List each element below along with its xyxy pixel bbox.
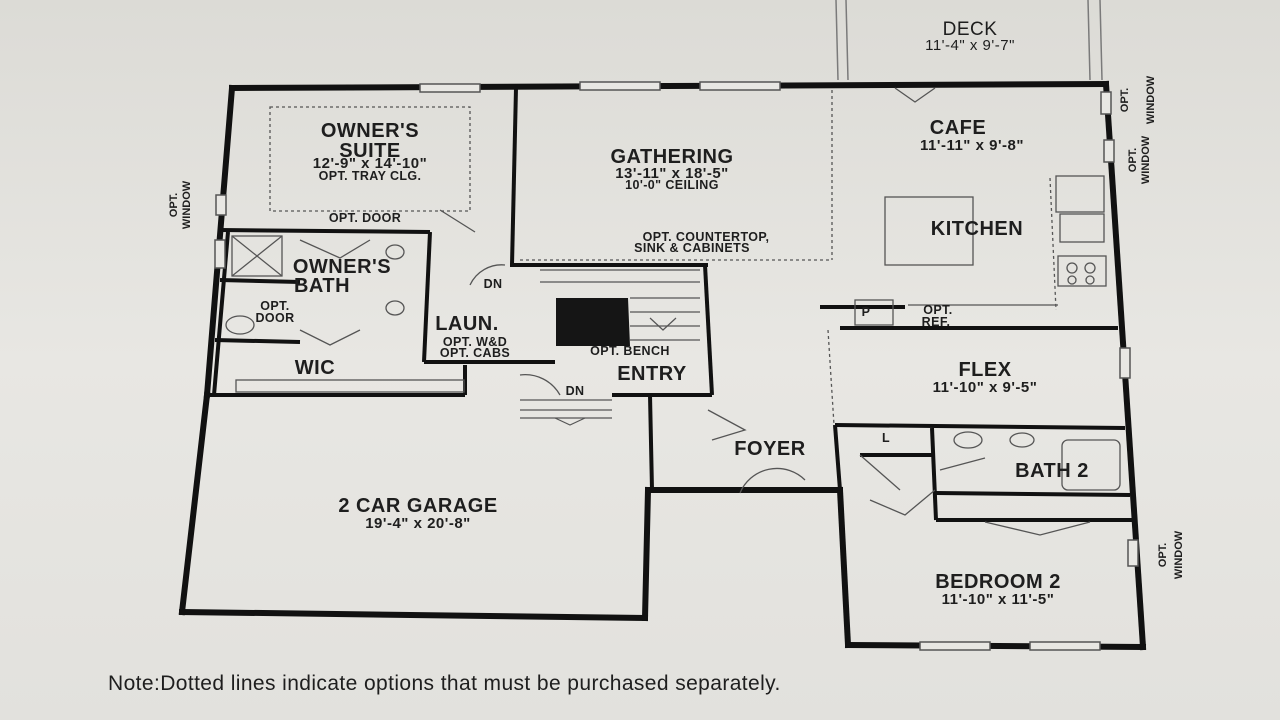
kitchen-fixtures [854, 175, 1107, 326]
opt-door-bath-line1: OPT. [260, 299, 289, 313]
gathering-ceiling: 10'-0" CEILING [625, 178, 719, 192]
gathering-label: GATHERING [610, 146, 733, 168]
opt-counter-line2: SINK & CABINETS [634, 241, 750, 255]
owners-suite-option: OPT. TRAY CLG. [319, 169, 422, 183]
pantry-label: P [862, 305, 871, 319]
stairs-down-lower: DN [566, 384, 585, 398]
opt-door-bath-line2: DOOR [255, 311, 294, 325]
windows [214, 81, 1139, 651]
stairs-down-upper: DN [484, 277, 503, 291]
deck-label: DECK [943, 19, 998, 40]
opt-window-mid-right-line2: WINDOW [1140, 135, 1152, 184]
bath2-label: BATH 2 [1015, 460, 1089, 482]
foyer-label: FOYER [734, 438, 805, 460]
gathering-dims: 13'-11" x 18'-5" [615, 165, 729, 182]
opt-window-left-line2: WINDOW [181, 180, 193, 229]
dotted-option-lines [269, 90, 1057, 426]
opt-window-bottom-right-line2: WINDOW [1173, 530, 1185, 579]
owners-bath-label-line2: BATH [294, 275, 350, 297]
owners-suite-dims: 12'-9" x 14'-10" [313, 155, 427, 172]
opt-window-mid-right-line1: OPT. [1127, 148, 1139, 172]
opt-door-top-label: OPT. DOOR [329, 211, 401, 225]
opt-ref-line2: REF. [922, 315, 951, 329]
opt-ref-line1: OPT. [923, 303, 952, 317]
cafe-dims: 11'-11" x 9'-8" [920, 137, 1024, 154]
laundry-label: LAUN. [435, 313, 499, 335]
owners-suite-label-line1: OWNER'S [321, 120, 419, 142]
opt-counter-line1: OPT. COUNTERTOP, [643, 230, 770, 244]
cafe-label: CAFE [930, 117, 986, 139]
bath-fixtures [225, 235, 1121, 491]
linen-label: L [882, 431, 890, 445]
entry-label: ENTRY [617, 363, 687, 385]
opt-window-bottom-right-line1: OPT. [1157, 543, 1169, 567]
opt-window-top-right-line2: WINDOW [1145, 75, 1157, 124]
opt-bench-label: OPT. BENCH [590, 344, 670, 358]
stairs [520, 269, 700, 426]
owners-bath-label-line1: OWNER'S [293, 256, 391, 278]
wic-label: WIC [295, 357, 335, 379]
kitchen-label: KITCHEN [931, 218, 1023, 240]
doors [299, 87, 1091, 536]
garage-dims: 19'-4" x 20'-8" [365, 515, 471, 532]
bedroom2-dims: 11'-10" x 11'-5" [942, 591, 1055, 608]
stair-closet [556, 298, 630, 346]
garage-label: 2 CAR GARAGE [338, 495, 497, 517]
owners-suite-label-line2: SUITE [339, 140, 400, 162]
bedroom2-label: BEDROOM 2 [935, 571, 1061, 593]
deck-dims: 11'-4" x 9'-7" [925, 37, 1015, 54]
options-note: Note:Dotted lines indicate options that … [108, 672, 781, 695]
flex-label: FLEX [958, 359, 1011, 381]
deck-outline [835, 0, 1103, 81]
opt-window-left-line1: OPT. [168, 193, 180, 217]
laundry-opt-wd: OPT. W&D [443, 335, 507, 349]
laundry-opt-cabs: OPT. CABS [440, 346, 510, 360]
flex-dims: 11'-10" x 9'-5" [933, 379, 1038, 396]
opt-window-top-right-line1: OPT. [1119, 88, 1131, 112]
